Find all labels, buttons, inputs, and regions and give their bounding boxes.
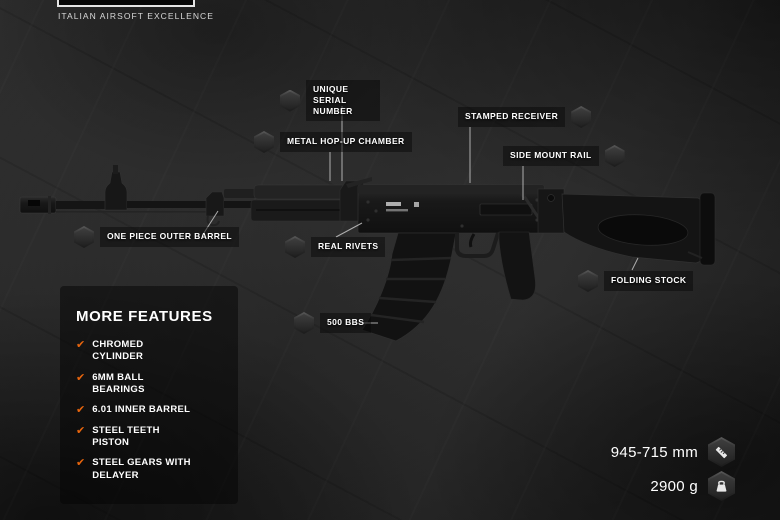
callout-label: FOLDING STOCK xyxy=(604,271,694,291)
brand-logo xyxy=(57,0,195,7)
spec-length: 945-715 mm xyxy=(611,437,735,467)
more-features-title: MORE FEATURES xyxy=(76,308,213,325)
callout-metal-hopup-chamber: METAL HOP-UP CHAMBER xyxy=(254,131,412,153)
feature-text: 6.01 INNER BARREL xyxy=(92,404,191,416)
hex-marker-icon xyxy=(294,312,314,334)
check-icon: ✔ xyxy=(76,424,86,437)
check-icon: ✔ xyxy=(76,404,86,417)
spec-weight-value: 2900 g xyxy=(650,477,698,495)
callout-side-mount-rail: SIDE MOUNT RAIL xyxy=(503,145,625,167)
hex-marker-icon xyxy=(604,145,625,167)
feature-item: ✔ STEEL GEARS WITH DELAYER xyxy=(76,457,222,482)
more-features-panel: MORE FEATURES ✔ CHROMED CYLINDER ✔ 6MM B… xyxy=(60,286,238,505)
callout-label: ONE PIECE OUTER BARREL xyxy=(100,227,239,247)
weight-icon xyxy=(708,471,735,501)
check-icon: ✔ xyxy=(76,371,86,384)
feature-item: ✔ 6MM BALL BEARINGS xyxy=(76,372,222,397)
callout-unique-serial-number: UNIQUE SERIAL NUMBER xyxy=(280,80,380,122)
check-icon: ✔ xyxy=(76,339,86,351)
hex-marker-icon xyxy=(285,236,305,258)
callout-one-piece-outer-barrel: ONE PIECE OUTER BARREL xyxy=(74,226,239,248)
callout-label: METAL HOP-UP CHAMBER xyxy=(280,132,412,152)
hex-marker-icon xyxy=(254,131,274,153)
spec-weight: 2900 g xyxy=(650,471,735,501)
feature-text: STEEL GEARS WITH DELAYER xyxy=(92,457,191,481)
hex-marker-icon xyxy=(571,106,592,128)
brand-tagline: ITALIAN AIRSOFT EXCELLENCE xyxy=(58,11,214,21)
callout-folding-stock: FOLDING STOCK xyxy=(578,270,694,292)
callout-label: STAMPED RECEIVER xyxy=(458,107,566,127)
feature-item: ✔ 6.01 INNER BARREL xyxy=(76,404,222,416)
hex-marker-icon xyxy=(280,89,300,112)
callout-real-rivets: REAL RIVETS xyxy=(285,236,386,258)
feature-text: STEEL TEETH PISTON xyxy=(92,424,160,449)
feature-text: 6MM BALL BEARINGS xyxy=(92,371,145,396)
specs-panel: 945-715 mm 2900 g xyxy=(611,437,735,501)
callout-500-bbs: 500 BBS xyxy=(294,312,372,334)
callout-label: REAL RIVETS xyxy=(311,237,386,257)
spec-length-value: 945-715 mm xyxy=(610,443,698,461)
feature-item: ✔ CHROMED CYLINDER xyxy=(76,339,222,364)
callout-stamped-receiver: STAMPED RECEIVER xyxy=(458,106,592,128)
callout-label: SIDE MOUNT RAIL xyxy=(503,146,599,166)
hex-marker-icon xyxy=(578,270,598,292)
callout-label: 500 BBS xyxy=(320,313,372,333)
callout-label: UNIQUE SERIAL NUMBER xyxy=(306,80,380,122)
hex-marker-icon xyxy=(74,226,94,248)
check-icon: ✔ xyxy=(76,457,86,470)
feature-text: CHROMED CYLINDER xyxy=(92,339,144,363)
ruler-icon xyxy=(708,437,735,467)
feature-item: ✔ STEEL TEETH PISTON xyxy=(76,425,222,450)
